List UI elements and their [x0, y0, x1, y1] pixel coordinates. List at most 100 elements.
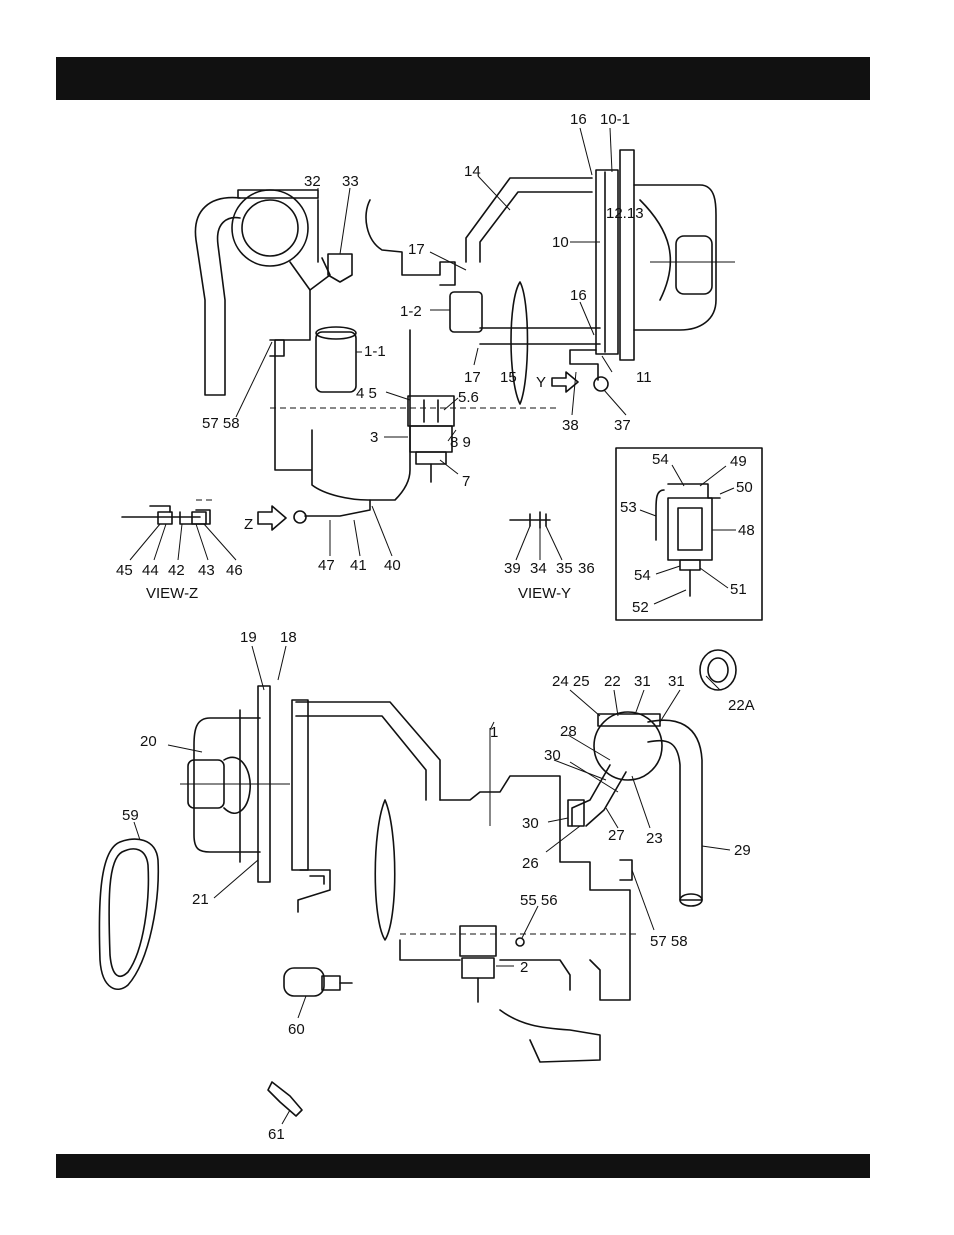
intake-duct: [290, 258, 330, 290]
lower-radiator-hose: [480, 328, 600, 344]
inset-label-49: 49: [730, 453, 747, 470]
upper-radiator-hose: [466, 178, 592, 262]
fan-hub: [224, 757, 250, 813]
callout-16-lower: 16: [570, 287, 587, 304]
callout-22: 22: [604, 673, 621, 690]
drain-pipe: [570, 350, 598, 380]
callout-33: 33: [342, 173, 359, 190]
view-z-label-40: 40: [384, 557, 401, 574]
callout-38: 38: [562, 417, 579, 434]
callout-55-56: 55 56: [520, 892, 558, 909]
view-z-label-43: 43: [198, 562, 215, 579]
callout-60: 60: [288, 1021, 305, 1038]
bottom-assembly-drawing: [99, 650, 736, 1116]
intake-hose-left: [195, 198, 240, 395]
oil-drain-bottom: [500, 1010, 600, 1062]
engine-block-bottom: [400, 776, 630, 1000]
bolt-55-56: [516, 938, 524, 946]
inset-label-52: 52: [632, 599, 649, 616]
callout-23: 23: [646, 830, 663, 847]
callout-12-13: 12.13: [606, 205, 644, 222]
callout-y-arrow: Y: [536, 374, 546, 391]
callout-2: 2: [520, 959, 528, 976]
callout-18: 18: [280, 629, 297, 646]
callout-1: 1: [490, 724, 498, 741]
view-z-caption: VIEW-Z: [146, 585, 198, 602]
callouts-bottom: 19 18 20 59 21 1 24 25 22 31 31 22A 28 3…: [122, 629, 755, 1143]
fan-arc-top: [640, 200, 670, 300]
bracket-57-58-bottom: [620, 860, 632, 880]
mount-plate: [416, 452, 446, 464]
callout-57-58-top: 57 58: [202, 415, 240, 432]
upper-hose-bottom: [296, 702, 440, 800]
fan-blade-bottom: [375, 800, 395, 940]
lower-pipe-bottom: [298, 870, 330, 912]
callout-24-25: 24 25: [552, 673, 590, 690]
inset-label-51: 51: [730, 581, 747, 598]
callout-17-upper: 17: [408, 241, 425, 258]
callout-1-2: 1-2: [400, 303, 422, 320]
callout-31-left: 31: [634, 673, 651, 690]
fuel-filter-small: [328, 254, 352, 282]
drain-plug-41: [294, 511, 306, 523]
pressure-switch-60: [284, 968, 324, 996]
inset-label-54-top: 54: [652, 451, 669, 468]
callout-30-lower: 30: [522, 815, 539, 832]
callout-1-1: 1-1: [364, 343, 386, 360]
callout-10-1: 10-1: [600, 111, 630, 128]
callout-3: 3: [370, 429, 378, 446]
view-z-label-42: 42: [168, 562, 185, 579]
callout-61: 61: [268, 1126, 285, 1143]
callout-32: 32: [304, 173, 321, 190]
drain-cock: [594, 377, 608, 391]
view-y-label-34: 34: [530, 560, 547, 577]
view-z-label-44: 44: [142, 562, 159, 579]
callout-30-upper: 30: [544, 747, 561, 764]
view-y-detail: 39 34 35 36 VIEW-Y: [504, 512, 595, 602]
callout-31-right: 31: [668, 673, 685, 690]
view-z-label-47: 47: [318, 557, 335, 574]
callout-16-upper: 16: [570, 111, 587, 128]
duct-bottom: [572, 765, 626, 826]
view-y-label-36: 36: [578, 560, 595, 577]
view-y-label-35: 35: [556, 560, 573, 577]
radiator-core: [596, 170, 618, 354]
callout-37: 37: [614, 417, 631, 434]
callout-11: 11: [636, 369, 652, 386]
inset-label-48: 48: [738, 522, 755, 539]
air-cleaner-bottom: [594, 712, 662, 780]
view-z-label-45: 45: [116, 562, 133, 579]
callout-20: 20: [140, 733, 157, 750]
fan-pulley: [676, 236, 712, 294]
callouts-top: 32 33 14 16 10-1 12.13 10 17 1-2 16 17 1…: [202, 111, 652, 490]
mount-bottom: [460, 926, 496, 956]
inset-label-54-bottom: 54: [634, 567, 651, 584]
oil-filter-top: [316, 327, 356, 339]
radiator-shroud-edge: [620, 150, 634, 360]
callout-28: 28: [560, 723, 577, 740]
view-z-label-46: 46: [226, 562, 243, 579]
callout-14: 14: [464, 163, 481, 180]
temperature-sensor-61: [268, 1082, 302, 1116]
callout-4-5: 4 5: [356, 385, 377, 402]
view-z-fitting: [158, 512, 172, 524]
callout-29: 29: [734, 842, 751, 859]
oil-drain-line: [305, 500, 370, 516]
callout-10: 10: [552, 234, 569, 251]
callout-27: 27: [608, 827, 625, 844]
view-z-cap: [192, 512, 206, 524]
engine-mount-upper: [408, 396, 454, 426]
v-belt: [99, 839, 158, 989]
callout-8-9: 8 9: [450, 434, 471, 451]
inset-mount-detail: 54 49 50 53 48 54 51 52: [616, 448, 762, 620]
view-z-drain-assembly: [122, 506, 210, 524]
callout-26: 26: [522, 855, 539, 872]
callout-7: 7: [462, 473, 470, 490]
view-y-drain-cock: [510, 512, 550, 528]
callout-59: 59: [122, 807, 139, 824]
callout-17-lower: 17: [464, 369, 481, 386]
view-y-caption: VIEW-Y: [518, 585, 571, 602]
inset-label-50: 50: [736, 479, 753, 496]
inset-label-53: 53: [620, 499, 637, 516]
